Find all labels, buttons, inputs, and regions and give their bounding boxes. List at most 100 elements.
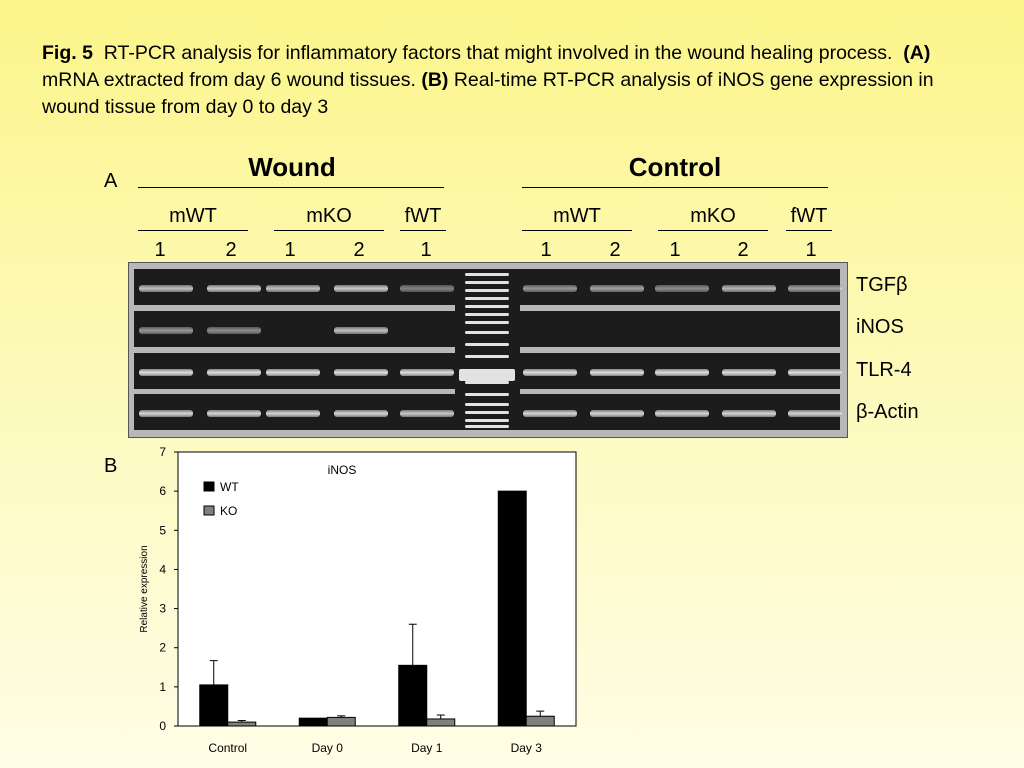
gel-band-tgfb bbox=[655, 285, 709, 292]
bar-wt bbox=[398, 664, 428, 727]
gel-band-actin bbox=[400, 410, 454, 417]
wound-underline bbox=[138, 187, 444, 188]
gel-band-tlr4 bbox=[334, 369, 388, 376]
gene-label-tgfb: TGFβ bbox=[856, 274, 908, 296]
gel-band-tgfb bbox=[788, 285, 842, 292]
x-tick-label: Day 3 bbox=[511, 741, 543, 755]
group-label: fWT bbox=[404, 205, 442, 227]
gel-band-actin bbox=[207, 410, 261, 417]
y-tick-label: 0 bbox=[159, 719, 166, 733]
x-tick-label: Day 0 bbox=[312, 741, 344, 755]
caption-text-2: mRNA extracted from day 6 wound tissues. bbox=[42, 69, 416, 91]
gel-band-actin bbox=[788, 410, 842, 417]
lane-number: 1 bbox=[154, 239, 166, 261]
lane-number: 2 bbox=[225, 239, 237, 261]
ladder-band bbox=[465, 419, 509, 422]
group-label: mKO bbox=[306, 205, 352, 227]
lane-number: 1 bbox=[540, 239, 552, 261]
bar-ko bbox=[525, 715, 555, 727]
ladder-band bbox=[465, 355, 509, 358]
ladder-band bbox=[465, 313, 509, 316]
bar-ko bbox=[227, 721, 257, 727]
bar-wt bbox=[298, 717, 328, 727]
group-label: mWT bbox=[553, 205, 601, 227]
gel-band-tgfb bbox=[266, 285, 320, 292]
gel-band-tgfb bbox=[722, 285, 776, 292]
gel-band-actin bbox=[334, 410, 388, 417]
ladder-band bbox=[465, 297, 509, 300]
gel-band-actin bbox=[722, 410, 776, 417]
gel-band-actin bbox=[523, 410, 577, 417]
legend-label-ko: KO bbox=[220, 504, 237, 518]
figure-caption: Fig. 5 RT-PCR analysis for inflammatory … bbox=[42, 40, 982, 121]
group-label: fWT bbox=[790, 205, 828, 227]
ladder-band bbox=[459, 369, 515, 381]
gel-band-inos bbox=[139, 327, 193, 334]
x-tick-label: Day 1 bbox=[411, 741, 443, 755]
lane-number: 2 bbox=[609, 239, 621, 261]
caption-b-label: (B) bbox=[421, 69, 449, 91]
bar-ko bbox=[326, 716, 356, 727]
ladder-band bbox=[465, 289, 509, 292]
y-axis-label: Relative expression bbox=[139, 545, 150, 632]
gel-band-actin bbox=[139, 410, 193, 417]
control-underline bbox=[522, 187, 828, 188]
legend-swatch-ko bbox=[203, 505, 215, 516]
lane-number: 2 bbox=[737, 239, 749, 261]
gel-band-tlr4 bbox=[207, 369, 261, 376]
ladder-band bbox=[465, 425, 509, 428]
caption-fig-label: Fig. 5 bbox=[42, 42, 93, 64]
bar-wt bbox=[497, 490, 527, 727]
ladder-band bbox=[465, 403, 509, 406]
gel-band-tlr4 bbox=[788, 369, 842, 376]
bar-ko bbox=[426, 718, 456, 727]
bar-wt bbox=[199, 684, 229, 727]
lane-number: 1 bbox=[284, 239, 296, 261]
wound-title: Wound bbox=[248, 152, 336, 182]
dna-ladder bbox=[455, 269, 520, 430]
legend-swatch-wt bbox=[203, 481, 215, 492]
y-tick-label: 5 bbox=[159, 523, 166, 537]
panel-b-label: B bbox=[104, 455, 118, 477]
group-underline bbox=[522, 230, 632, 231]
group-underline bbox=[138, 230, 248, 231]
ladder-band bbox=[465, 381, 509, 384]
ladder-band bbox=[465, 281, 509, 284]
ladder-band bbox=[465, 305, 509, 308]
lane-number: 2 bbox=[353, 239, 365, 261]
x-tick-label: Control bbox=[208, 741, 247, 755]
y-tick-label: 4 bbox=[159, 562, 166, 576]
group-underline bbox=[658, 230, 768, 231]
ladder-band bbox=[465, 343, 509, 346]
gel-band-inos bbox=[334, 327, 388, 334]
gel-band-tgfb bbox=[207, 285, 261, 292]
panel-a-label: A bbox=[104, 170, 118, 192]
caption-text-3: Real-time RT-PCR analysis of iNOS gene e… bbox=[42, 69, 934, 118]
gel-band-tlr4 bbox=[590, 369, 644, 376]
chart-title: iNOS bbox=[328, 463, 357, 477]
control-title: Control bbox=[628, 152, 722, 182]
caption-text-1: RT-PCR analysis for inflammatory factors… bbox=[103, 42, 893, 64]
gel-band-tgfb bbox=[334, 285, 388, 292]
gel-band-tlr4 bbox=[266, 369, 320, 376]
gene-label-inos: iNOS bbox=[856, 316, 904, 338]
y-tick-label: 7 bbox=[159, 445, 166, 459]
y-tick-label: 2 bbox=[159, 641, 166, 655]
gel-band-inos bbox=[207, 327, 261, 334]
gel-band-tlr4 bbox=[722, 369, 776, 376]
ladder-band bbox=[465, 411, 509, 414]
ladder-band bbox=[465, 273, 509, 276]
gel-band-tgfb bbox=[139, 285, 193, 292]
gel-band-tlr4 bbox=[139, 369, 193, 376]
gel-band-tgfb bbox=[400, 285, 454, 292]
gel-band-tgfb bbox=[590, 285, 644, 292]
legend-label-wt: WT bbox=[220, 480, 239, 494]
gene-label-actin: β-Actin bbox=[856, 401, 919, 423]
lane-number: 1 bbox=[669, 239, 681, 261]
ladder-band bbox=[465, 321, 509, 324]
group-underline bbox=[786, 230, 832, 231]
caption-a-label: (A) bbox=[903, 42, 931, 64]
gel-band-actin bbox=[590, 410, 644, 417]
ladder-band bbox=[465, 331, 509, 334]
